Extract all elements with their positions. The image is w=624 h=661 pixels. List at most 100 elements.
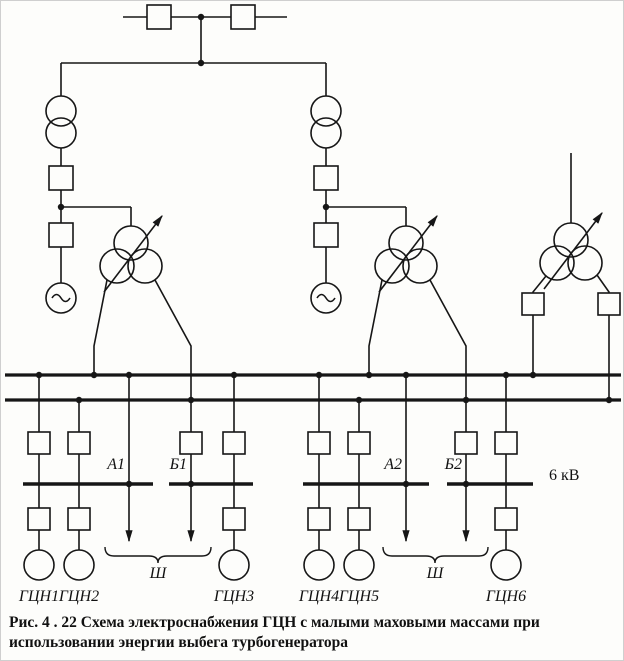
pump-motor-2 xyxy=(63,549,95,581)
generator-branch-2-wiring xyxy=(325,148,407,283)
breaker xyxy=(179,431,203,455)
winding xyxy=(310,117,342,149)
junction-dot xyxy=(355,396,363,404)
junction-dot xyxy=(90,371,98,379)
three-winding-transformer-3 xyxy=(539,222,603,281)
label-pump-3: ГЦН3 xyxy=(213,588,254,605)
junction-dot xyxy=(57,203,65,211)
label-a2: А2 xyxy=(383,456,402,473)
junction-dot xyxy=(125,480,133,488)
junction-dot xyxy=(315,371,323,379)
breaker xyxy=(347,507,371,531)
step-up-transformer-1 xyxy=(45,95,77,149)
junction-dot xyxy=(605,396,613,404)
breaker xyxy=(313,222,339,248)
breaker xyxy=(48,165,74,191)
pump-motor-3 xyxy=(218,549,250,581)
junction-dot xyxy=(462,396,470,404)
breaker xyxy=(521,292,545,316)
label-group-right: Ш xyxy=(426,565,445,582)
diagram-labels: А1 Б1 А2 Б2 6 кВ Ш Ш ГЦН1 ГЦН2 ГЦН3 ГЦН4… xyxy=(18,456,580,605)
breaker xyxy=(222,431,246,455)
breaker xyxy=(454,431,478,455)
standby-transformer-wiring xyxy=(532,153,610,400)
ac-tilde-icon xyxy=(316,293,336,303)
label-b1: Б1 xyxy=(169,456,187,473)
winding xyxy=(402,248,438,284)
junction-dot xyxy=(502,371,510,379)
junction-dot xyxy=(75,396,83,404)
breaker xyxy=(307,431,331,455)
junction-dot xyxy=(197,59,205,67)
unit-transformer-2-wiring xyxy=(368,215,470,543)
junction-dot xyxy=(230,371,238,379)
junction-dot xyxy=(529,371,537,379)
winding xyxy=(388,225,424,261)
junction-dot xyxy=(197,13,205,21)
unit-transformer-1-wiring xyxy=(93,215,195,543)
pump-motor-6 xyxy=(490,549,522,581)
junction-dot xyxy=(402,480,410,488)
label-pump-5: ГЦН5 xyxy=(338,588,379,605)
winding xyxy=(45,95,77,127)
breaker xyxy=(222,507,246,531)
breaker xyxy=(494,431,518,455)
winding xyxy=(127,248,163,284)
breaker xyxy=(67,431,91,455)
step-up-transformer-2 xyxy=(310,95,342,149)
caption-line-1: Рис. 4 . 22 Схема электроснабжения ГЦН с… xyxy=(9,614,540,631)
breaker xyxy=(146,4,172,30)
label-voltage-6kv: 6 кВ xyxy=(549,467,579,484)
label-pump-6: ГЦН6 xyxy=(485,588,526,605)
winding xyxy=(99,248,135,284)
pump-motor-5 xyxy=(343,549,375,581)
caption-line-2: использовании энергии выбега турбогенера… xyxy=(9,634,349,652)
label-group-left: Ш xyxy=(149,565,168,582)
breakers xyxy=(27,4,621,531)
winding xyxy=(539,245,575,281)
junction-dot xyxy=(35,371,43,379)
junction-dot xyxy=(187,480,195,488)
breaker xyxy=(597,292,621,316)
junction-dots xyxy=(35,13,613,488)
main-buses xyxy=(5,373,621,402)
figure-caption: Рис. 4 . 22 Схема электроснабжения ГЦН с… xyxy=(9,613,617,653)
junction-dot xyxy=(365,371,373,379)
pump-motor-4 xyxy=(303,549,335,581)
winding xyxy=(553,222,589,258)
label-a1: А1 xyxy=(106,456,125,473)
junction-dot xyxy=(187,396,195,404)
three-winding-transformer-2 xyxy=(374,225,438,284)
winding xyxy=(567,245,603,281)
power-supply-schematic: А1 Б1 А2 Б2 6 кВ Ш Ш ГЦН1 ГЦН2 ГЦН3 ГЦН4… xyxy=(5,4,621,605)
pump-motors xyxy=(23,549,522,581)
grid-feed-wiring xyxy=(60,16,327,96)
junction-dot xyxy=(125,371,133,379)
label-pump-4: ГЦН4 xyxy=(298,588,339,605)
ac-tilde-icon xyxy=(51,293,71,303)
junction-dot xyxy=(402,371,410,379)
breaker xyxy=(48,222,74,248)
turbogenerator-2 xyxy=(310,282,342,314)
three-winding-transformer-1 xyxy=(99,225,163,284)
brace-left xyxy=(104,546,212,564)
breaker xyxy=(67,507,91,531)
turbogenerator-1 xyxy=(45,282,77,314)
junction-dot xyxy=(322,203,330,211)
breaker xyxy=(27,431,51,455)
breaker xyxy=(347,431,371,455)
breaker xyxy=(27,507,51,531)
label-b2: Б2 xyxy=(444,456,462,473)
breaker xyxy=(307,507,331,531)
winding xyxy=(113,225,149,261)
pump-motor-1 xyxy=(23,549,55,581)
breaker xyxy=(494,507,518,531)
winding xyxy=(310,95,342,127)
label-pump-1: ГЦН1 xyxy=(18,588,59,605)
breaker xyxy=(313,165,339,191)
winding xyxy=(374,248,410,284)
winding xyxy=(45,117,77,149)
label-pump-2: ГЦН2 xyxy=(58,588,99,605)
brace-right xyxy=(382,546,489,564)
